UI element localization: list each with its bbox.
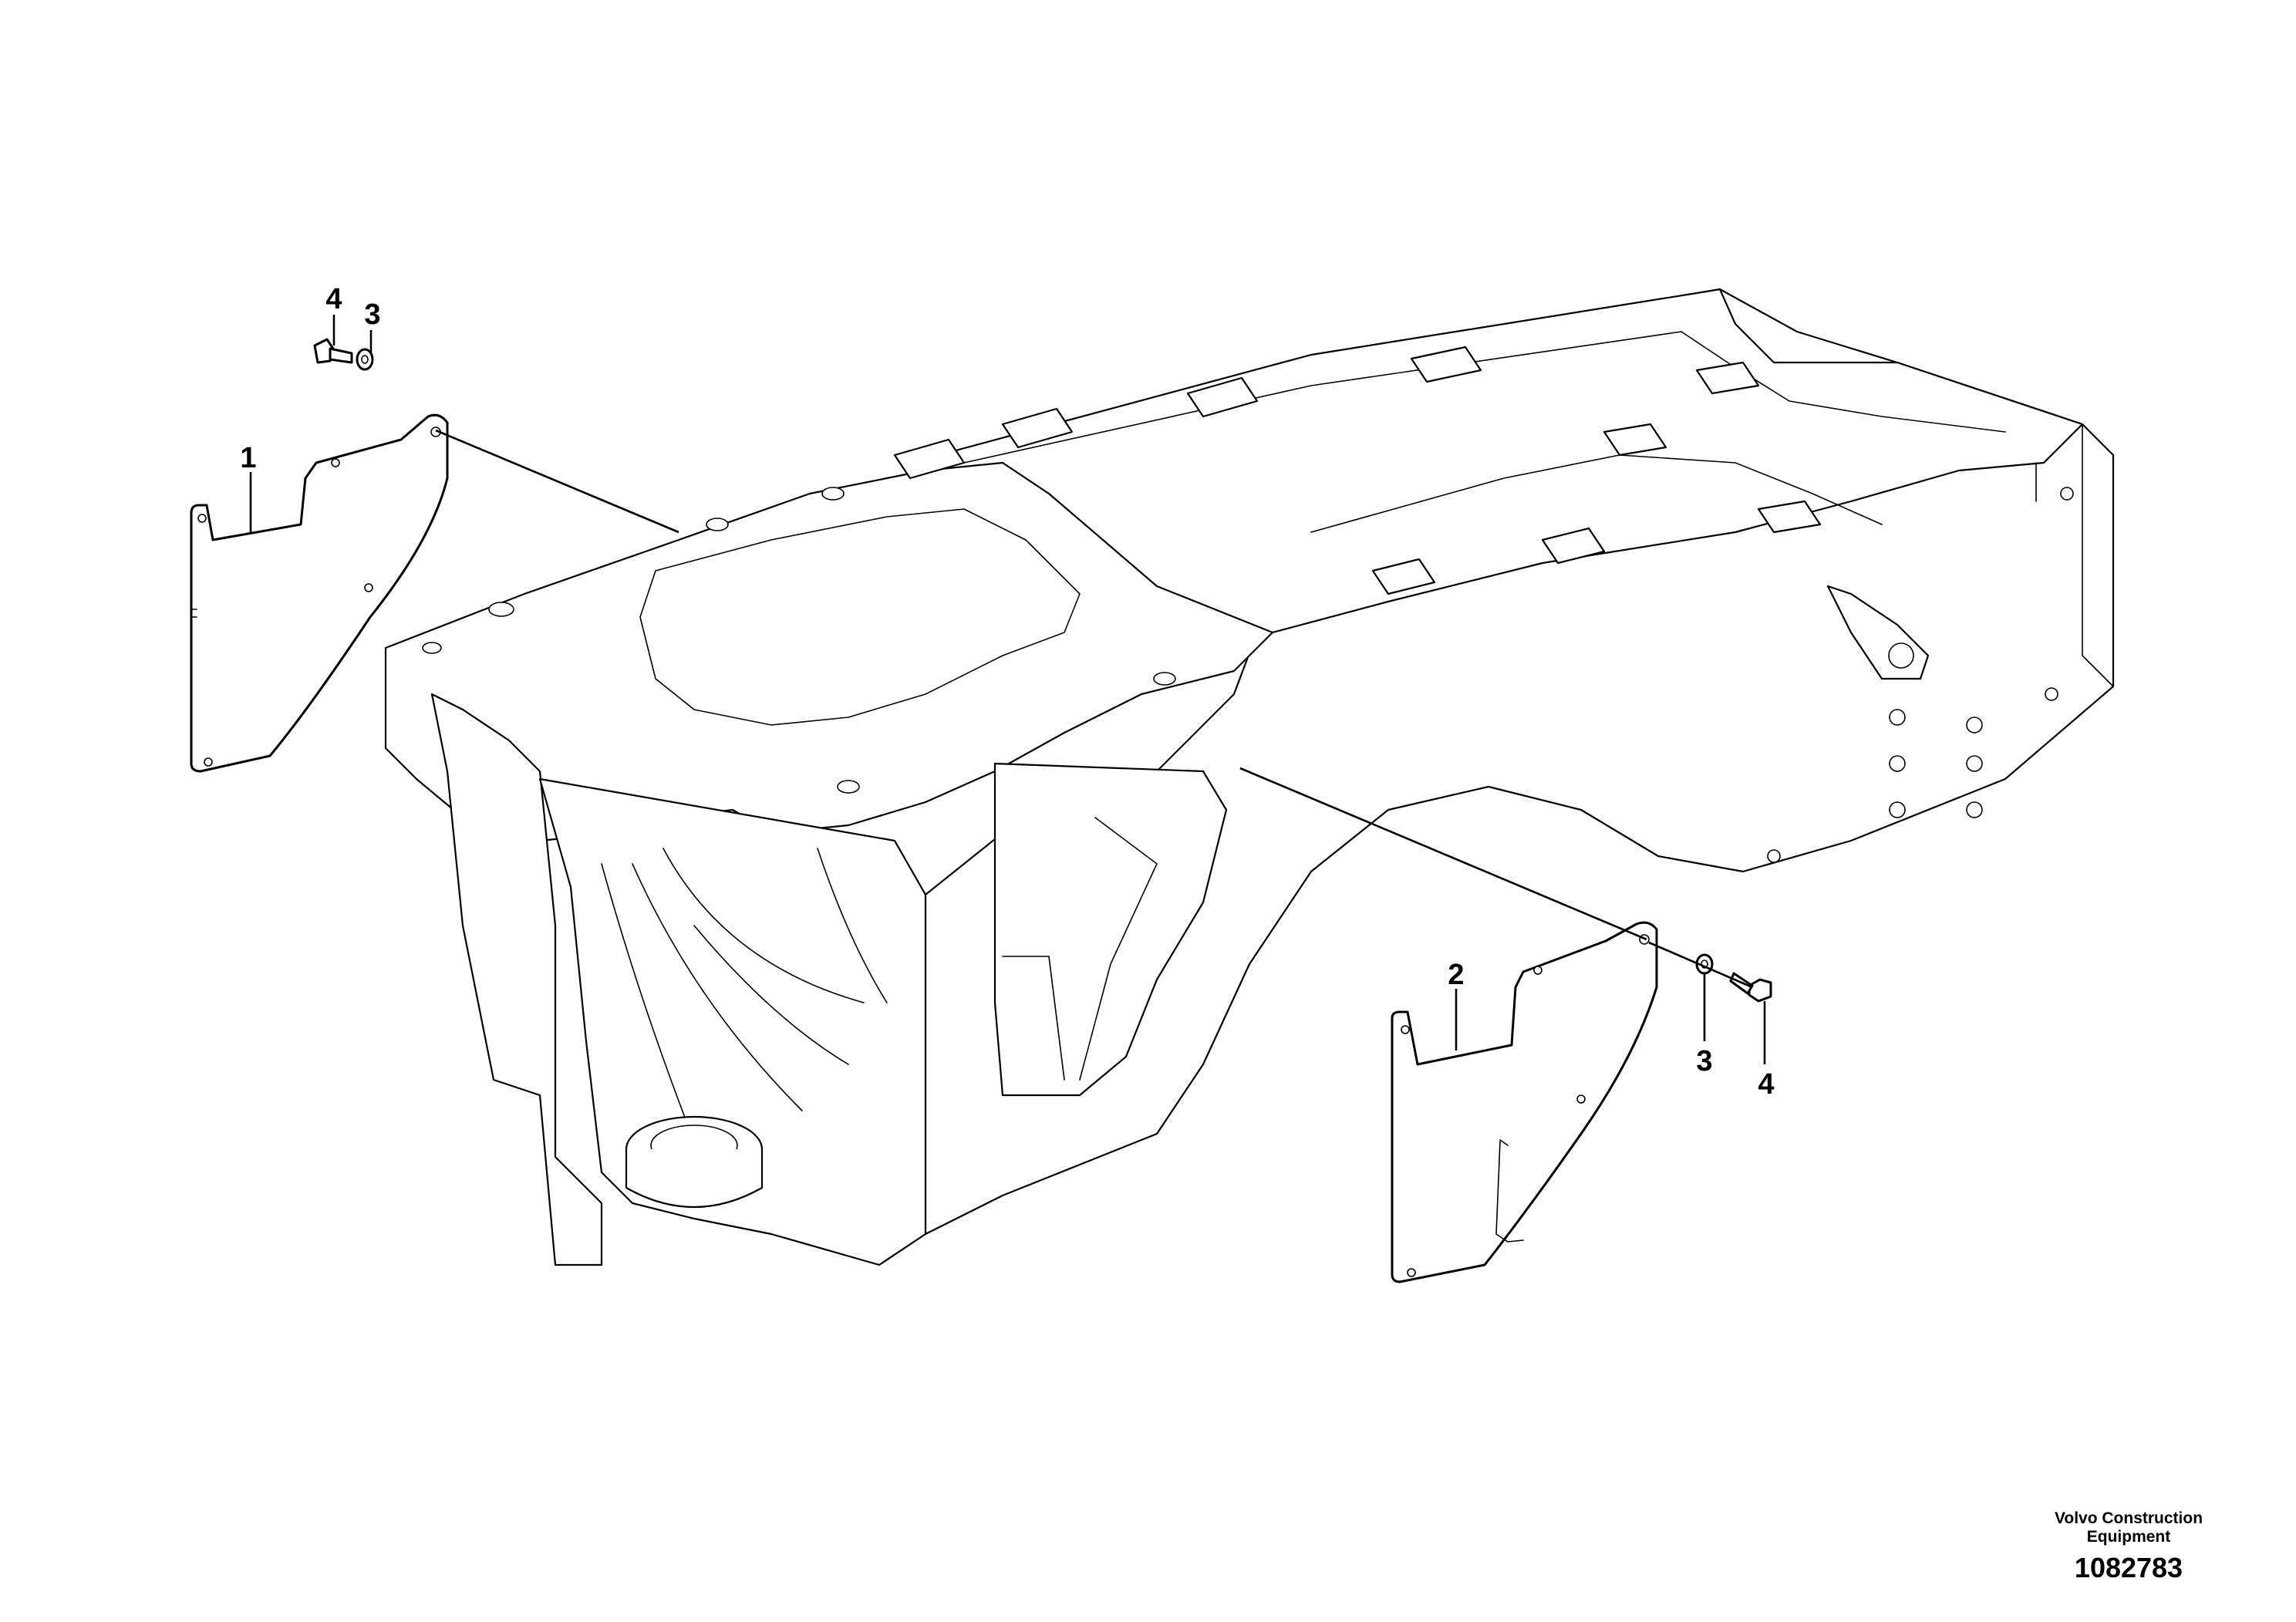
main-frame [384,288,2115,1266]
front-plate-cutout [639,508,1081,726]
leader-washer-right-to-bolt [1648,941,1753,989]
callout-3-right: 3 [1696,1045,1712,1077]
callout-4-left: 4 [325,283,342,315]
drawing-number: 1082783 [2074,1552,2183,1583]
mid-section-detail [1002,817,1158,1081]
cover-2-hole-mid [1576,1094,1586,1104]
frame-mid-section [993,762,1228,1097]
cover-2-hole-low [1401,1025,1410,1034]
cover-plate-1 [190,413,449,773]
callout-1: 1 [240,442,256,474]
rear-rail-inner [963,331,2006,533]
callout-3-left: 3 [364,298,380,331]
company-name-line-1: Volvo Construction [2054,1509,2203,1527]
cover-1-hole-low [197,514,207,523]
cover-2-handle [1495,1139,1524,1243]
cover-2-hole-upper [1533,966,1542,975]
cover-2-hole-bottom [1407,1268,1416,1277]
callout-2: 2 [1448,959,1464,991]
drawing-credit: Volvo Construction Equipment 1082783 [2005,1509,2252,1585]
cover-1-hole-bottom [204,757,213,767]
rear-lug-hole [1888,642,1914,669]
bolt-left [313,338,353,364]
company-name-line-2: Equipment [2086,1528,2171,1546]
rail-pads [893,346,1822,595]
front-left-leg [430,693,603,1266]
cover-1-hole-upper [331,458,340,467]
front-box-arches [601,848,888,1142]
callout-4-right: 4 [1758,1068,1774,1101]
washer-left-bore [361,355,369,364]
cover-plate-2 [1391,921,1658,1283]
front-pivot-body [625,1149,764,1209]
cover-1-hole-mid [364,583,373,592]
leader-cover-2-to-frame [1239,767,1647,941]
leader-cover-1-to-frame [435,429,679,534]
frame-holes [422,487,2074,863]
cover-1-edge [190,609,197,618]
rear-rail-edge [2035,423,2114,687]
